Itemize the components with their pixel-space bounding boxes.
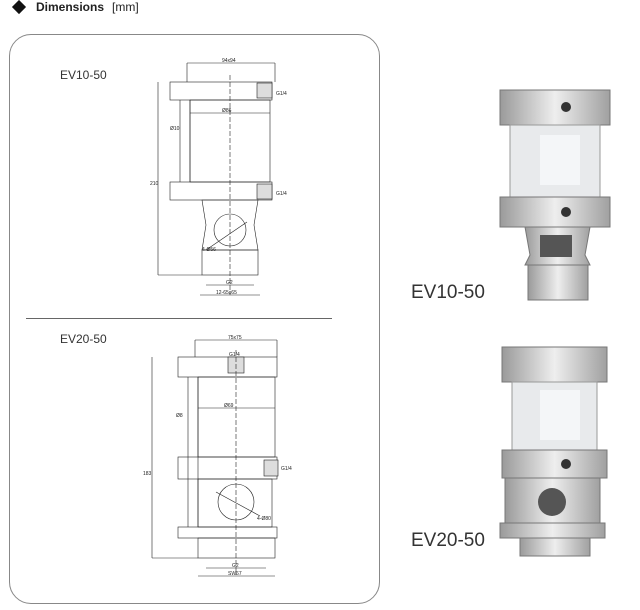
model-label-ev10: EV10-50 [60,68,107,82]
dim-port-top: G1/4 [229,352,240,358]
ev20-technical-drawing: 75x75 G1/4 Ø69 Ø8 G1/4 183 4-Ø80 G2 SW67 [143,335,292,577]
section-header: Dimensions [mm] [10,0,139,15]
model-label-ev20: EV20-50 [60,332,107,346]
ev20-photo-label: EV20-50 [411,530,485,551]
dim-height: 183 [143,471,152,477]
dim-port-mid: G1/4 [276,191,287,197]
dim-bore: Ø69 [224,403,234,409]
ev10-product-photo [499,89,611,301]
dim-thread: G2 [232,563,239,569]
section-title: Dimensions [36,0,105,14]
dim-top: 75x75 [228,335,242,341]
dim-bore: Ø86 [222,108,232,114]
drawings-panel [9,34,380,604]
ev10-technical-drawing: 94x94 Ø86 Ø10 G1/4 G1/4 210 4-Ø56 G2 12-… [150,58,287,296]
dim-hole: 4-Ø80 [257,516,271,522]
dim-port-top: G1/4 [276,91,287,97]
dim-port-mid: G1/4 [281,466,292,472]
dim-thread: G2 [226,280,233,286]
dim-top: 94x94 [222,58,236,64]
dim-base: SW67 [228,571,242,577]
dim-hole: 4-Ø56 [202,247,216,253]
unit-label: [mm] [112,0,139,14]
ev10-photo-label: EV10-50 [411,282,485,303]
diamond-bullet-icon [11,0,27,15]
divider [26,318,332,319]
ev20-product-photo [499,346,608,557]
dim-rod: Ø8 [176,413,183,419]
dim-rod: Ø10 [170,126,180,132]
dim-base: 12-65x65 [216,290,237,296]
dim-height: 210 [150,181,159,187]
